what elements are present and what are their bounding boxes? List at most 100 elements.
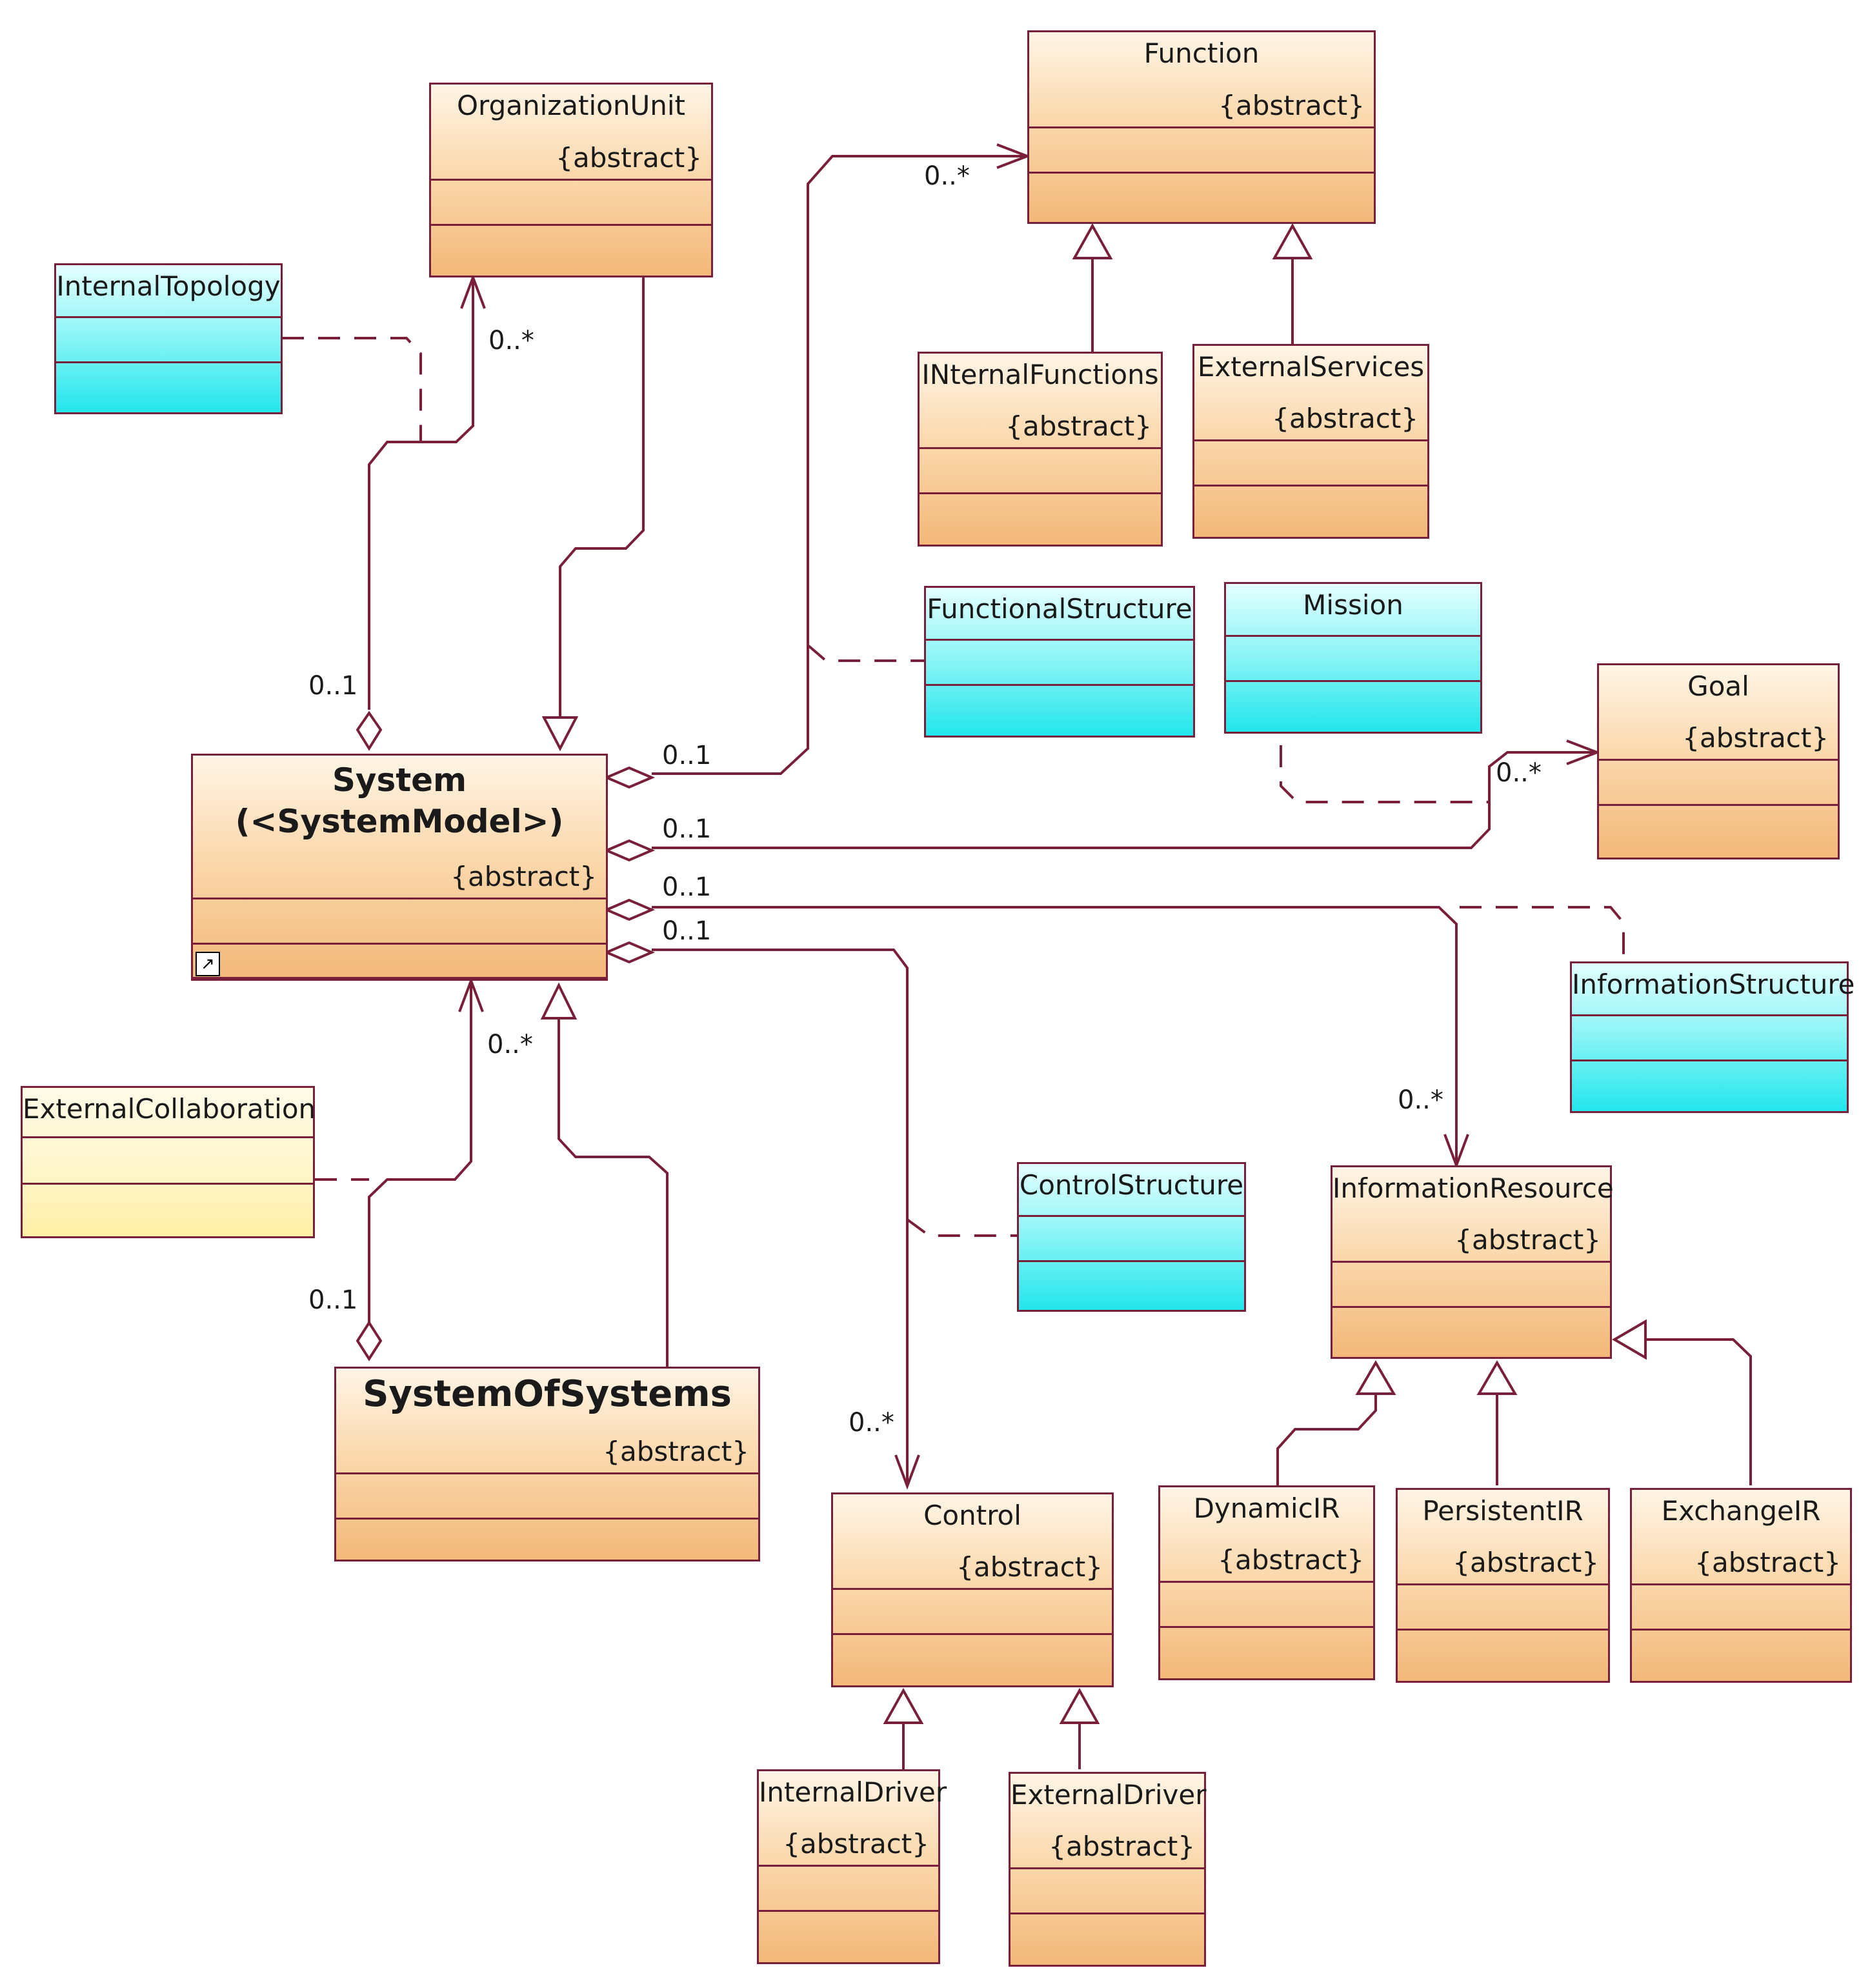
class-stereotype: {abstract}: [1682, 722, 1829, 754]
class-header: ExternalServices {abstract}: [1194, 346, 1427, 441]
class-organization-unit[interactable]: OrganizationUnit {abstract}: [429, 83, 713, 277]
attributes-section: [1632, 1585, 1850, 1631]
attributes-section: [920, 449, 1161, 494]
class-external-driver[interactable]: ExternalDriver {abstract}: [1009, 1772, 1207, 1967]
multiplicity-goal-one: 0..1: [662, 814, 712, 844]
attributes-section: [23, 1138, 313, 1185]
association-system-function: [652, 156, 1027, 774]
class-header: DynamicIR {abstract}: [1160, 1487, 1373, 1583]
class-header: ControlStructure: [1019, 1164, 1244, 1217]
class-control-structure[interactable]: ControlStructure: [1017, 1162, 1246, 1312]
aggregation-sos-system: [369, 981, 471, 1324]
class-name: ExchangeIR: [1661, 1495, 1821, 1527]
class-name: PersistentIR: [1422, 1495, 1583, 1527]
generalization-dynamic-ir: [1278, 1394, 1376, 1485]
open-arrowhead-control: [896, 1455, 919, 1486]
operations-section: [193, 945, 606, 979]
operations-section: [1398, 1631, 1608, 1681]
operations-section: [1029, 174, 1374, 222]
class-functional-structure[interactable]: FunctionalStructure: [924, 586, 1195, 738]
operations-section: [926, 686, 1193, 736]
dashed-link-control-structure: [907, 1220, 1017, 1236]
class-function[interactable]: Function {abstract}: [1027, 30, 1376, 224]
attributes-section: [1226, 637, 1480, 682]
generalization-orgunit-system: [560, 277, 643, 718]
operations-section: [1332, 1308, 1610, 1357]
class-header: INternalFunctions {abstract}: [920, 354, 1161, 449]
class-stereotype: {abstract}: [1453, 1547, 1599, 1578]
class-stereotype: {abstract}: [1049, 1831, 1195, 1862]
operations-section: [920, 494, 1161, 545]
class-goal[interactable]: Goal {abstract}: [1597, 663, 1840, 859]
class-internal-topology[interactable]: InternalTopology: [54, 263, 283, 414]
class-internal-functions[interactable]: INternalFunctions {abstract}: [918, 352, 1163, 547]
class-name: Function: [1143, 37, 1260, 69]
class-stereotype: {abstract}: [1218, 90, 1365, 121]
class-system[interactable]: System (<SystemModel>) {abstract} ↗: [191, 754, 608, 981]
generalization-arrowhead-system: [540, 982, 578, 1019]
dashed-link-mission: [1281, 745, 1489, 802]
class-header: Mission: [1226, 584, 1480, 637]
class-mission[interactable]: Mission: [1224, 582, 1482, 734]
class-header: InformationStructure: [1572, 963, 1855, 1016]
class-system-of-systems[interactable]: SystemOfSystems {abstract}: [334, 1367, 760, 1561]
class-exchange-ir[interactable]: ExchangeIR {abstract}: [1630, 1488, 1852, 1683]
class-name: OrganizationUnit: [456, 90, 685, 121]
operations-section: [1599, 806, 1838, 858]
multiplicity-info-one: 0..1: [662, 872, 712, 902]
class-name: INternalFunctions: [921, 359, 1159, 390]
generalization-arrowhead-function-left: [1072, 223, 1113, 259]
class-header: ExternalDriver {abstract}: [1010, 1774, 1207, 1869]
class-name: InternalTopology: [56, 270, 281, 302]
class-header: Control {abstract}: [833, 1494, 1112, 1590]
aggregation-diamond-sos: [356, 1320, 383, 1361]
class-dynamic-ir[interactable]: DynamicIR {abstract}: [1158, 1485, 1375, 1680]
class-stereotype: {abstract}: [1272, 403, 1418, 434]
attributes-section: [1019, 1217, 1244, 1262]
class-information-resource[interactable]: InformationResource {abstract}: [1331, 1165, 1614, 1359]
operations-section: [1226, 682, 1480, 732]
class-stereotype: {abstract}: [450, 861, 597, 892]
class-persistent-ir[interactable]: PersistentIR {abstract}: [1396, 1488, 1610, 1683]
class-name: InformationStructure: [1572, 969, 1855, 1000]
attributes-section: [1029, 128, 1374, 174]
attributes-section: [926, 641, 1193, 686]
class-name: ControlStructure: [1019, 1169, 1244, 1201]
class-external-collaboration[interactable]: ExternalCollaboration: [21, 1086, 316, 1238]
operations-section: [1572, 1061, 1847, 1111]
class-name: Mission: [1303, 589, 1403, 621]
class-control[interactable]: Control {abstract}: [831, 1492, 1114, 1687]
class-internal-driver[interactable]: InternalDriver {abstract}: [757, 1769, 947, 1964]
class-header: System (<SystemModel>) {abstract}: [193, 756, 606, 899]
open-arrowhead-orgunit: [461, 277, 485, 308]
operations-section: [431, 226, 711, 276]
generalization-arrowhead-ir-right: [1612, 1319, 1647, 1360]
class-header: PersistentIR {abstract}: [1398, 1490, 1608, 1585]
generalization-arrowhead-ir-middle: [1476, 1360, 1518, 1395]
attributes-section: [1010, 1869, 1204, 1914]
generalization-exchange-ir: [1645, 1340, 1751, 1485]
generalization-arrowhead-function-right: [1272, 223, 1313, 259]
operations-section: [1010, 1914, 1204, 1965]
attributes-section: [431, 181, 711, 226]
shortcut-arrow-icon[interactable]: ↗: [196, 952, 220, 976]
operations-section: [56, 363, 281, 412]
aggregation-diamond-system-control: [603, 941, 656, 964]
association-system-orgunit: [369, 277, 473, 710]
class-stereotype: {abstract}: [1218, 1544, 1364, 1576]
class-stereotype: {abstract}: [603, 1436, 749, 1467]
class-external-services[interactable]: ExternalServices {abstract}: [1192, 344, 1429, 539]
operations-section: [759, 1912, 938, 1962]
dashed-link-internal-topology: [282, 338, 421, 442]
aggregation-diamond-system-top: [356, 710, 383, 751]
class-header: ExternalCollaboration: [23, 1088, 316, 1138]
association-system-goal: [652, 752, 1597, 848]
class-stereotype: {abstract}: [1694, 1547, 1841, 1578]
attributes-section: [1572, 1016, 1847, 1061]
multiplicity-function-one: 0..1: [662, 741, 712, 770]
class-name: DynamicIR: [1193, 1492, 1340, 1524]
class-information-structure[interactable]: InformationStructure: [1570, 961, 1855, 1113]
class-name: FunctionalStructure: [927, 593, 1192, 625]
